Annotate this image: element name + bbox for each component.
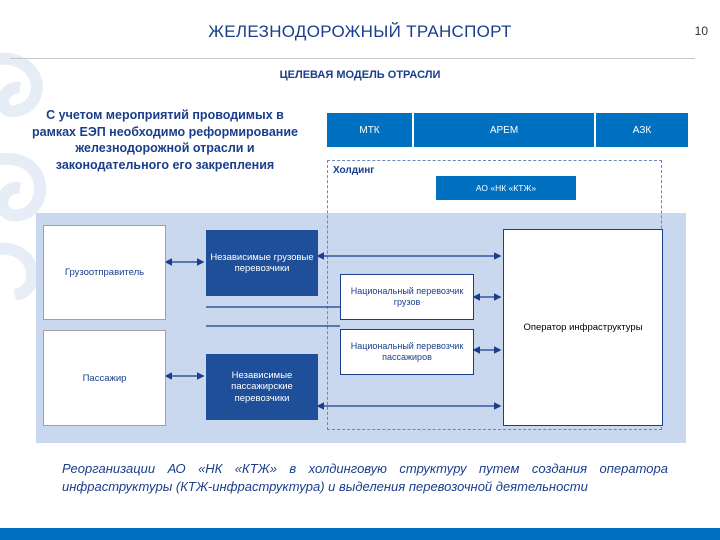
reform-note: С учетом мероприятий проводимых в рамках… [32,108,298,172]
page-title: ЖЕЛЕЗНОДОРОЖНЫЙ ТРАНСПОРТ [208,22,512,41]
national-freight-label: Национальный перевозчик грузов [350,286,464,307]
passenger-box: Пассажир [43,330,166,426]
azk-box: АЗК [596,113,688,147]
national-passenger-box: Национальный перевозчик пассажиров [340,329,474,375]
infrastructure-operator-label: Оператор инфраструктуры [523,322,643,333]
independent-passenger-label: Независимые пассажирские перевозчики [231,369,293,404]
arem-label: АРЕМ [489,124,519,136]
passenger-label: Пассажир [82,372,127,384]
national-freight-box: Национальный перевозчик грузов [340,274,474,320]
independent-freight-box: Независимые грузовые перевозчики [206,230,318,296]
page-number: 10 [694,24,708,38]
conclusion-text: Реорганизации АО «НК «КТЖ» в холдинговую… [62,461,668,494]
holding-label: Холдинг [333,165,375,176]
mtk-label: МТК [359,124,380,136]
diagram-subtitle: ЦЕЛЕВАЯ МОДЕЛЬ ОТРАСЛИ [279,69,441,81]
title-divider [10,58,695,59]
national-passenger-label: Национальный перевозчик пассажиров [350,341,464,362]
independent-freight-label: Независимые грузовые перевозчики [210,251,314,275]
footer-bar [0,528,720,540]
mtk-box: МТК [327,113,412,147]
shipper-label: Грузоотправитель [64,267,145,278]
decorative-swirl [0,52,46,300]
shipper-box: Грузоотправитель [43,225,166,320]
independent-passenger-box: Независимые пассажирские перевозчики [206,354,318,420]
azk-label: АЗК [632,124,652,136]
arem-box: АРЕМ [414,113,594,147]
ao-nk-ktzh-box: АО «НК «КТЖ» [436,176,576,200]
infrastructure-operator-box: Оператор инфраструктуры [503,229,663,426]
